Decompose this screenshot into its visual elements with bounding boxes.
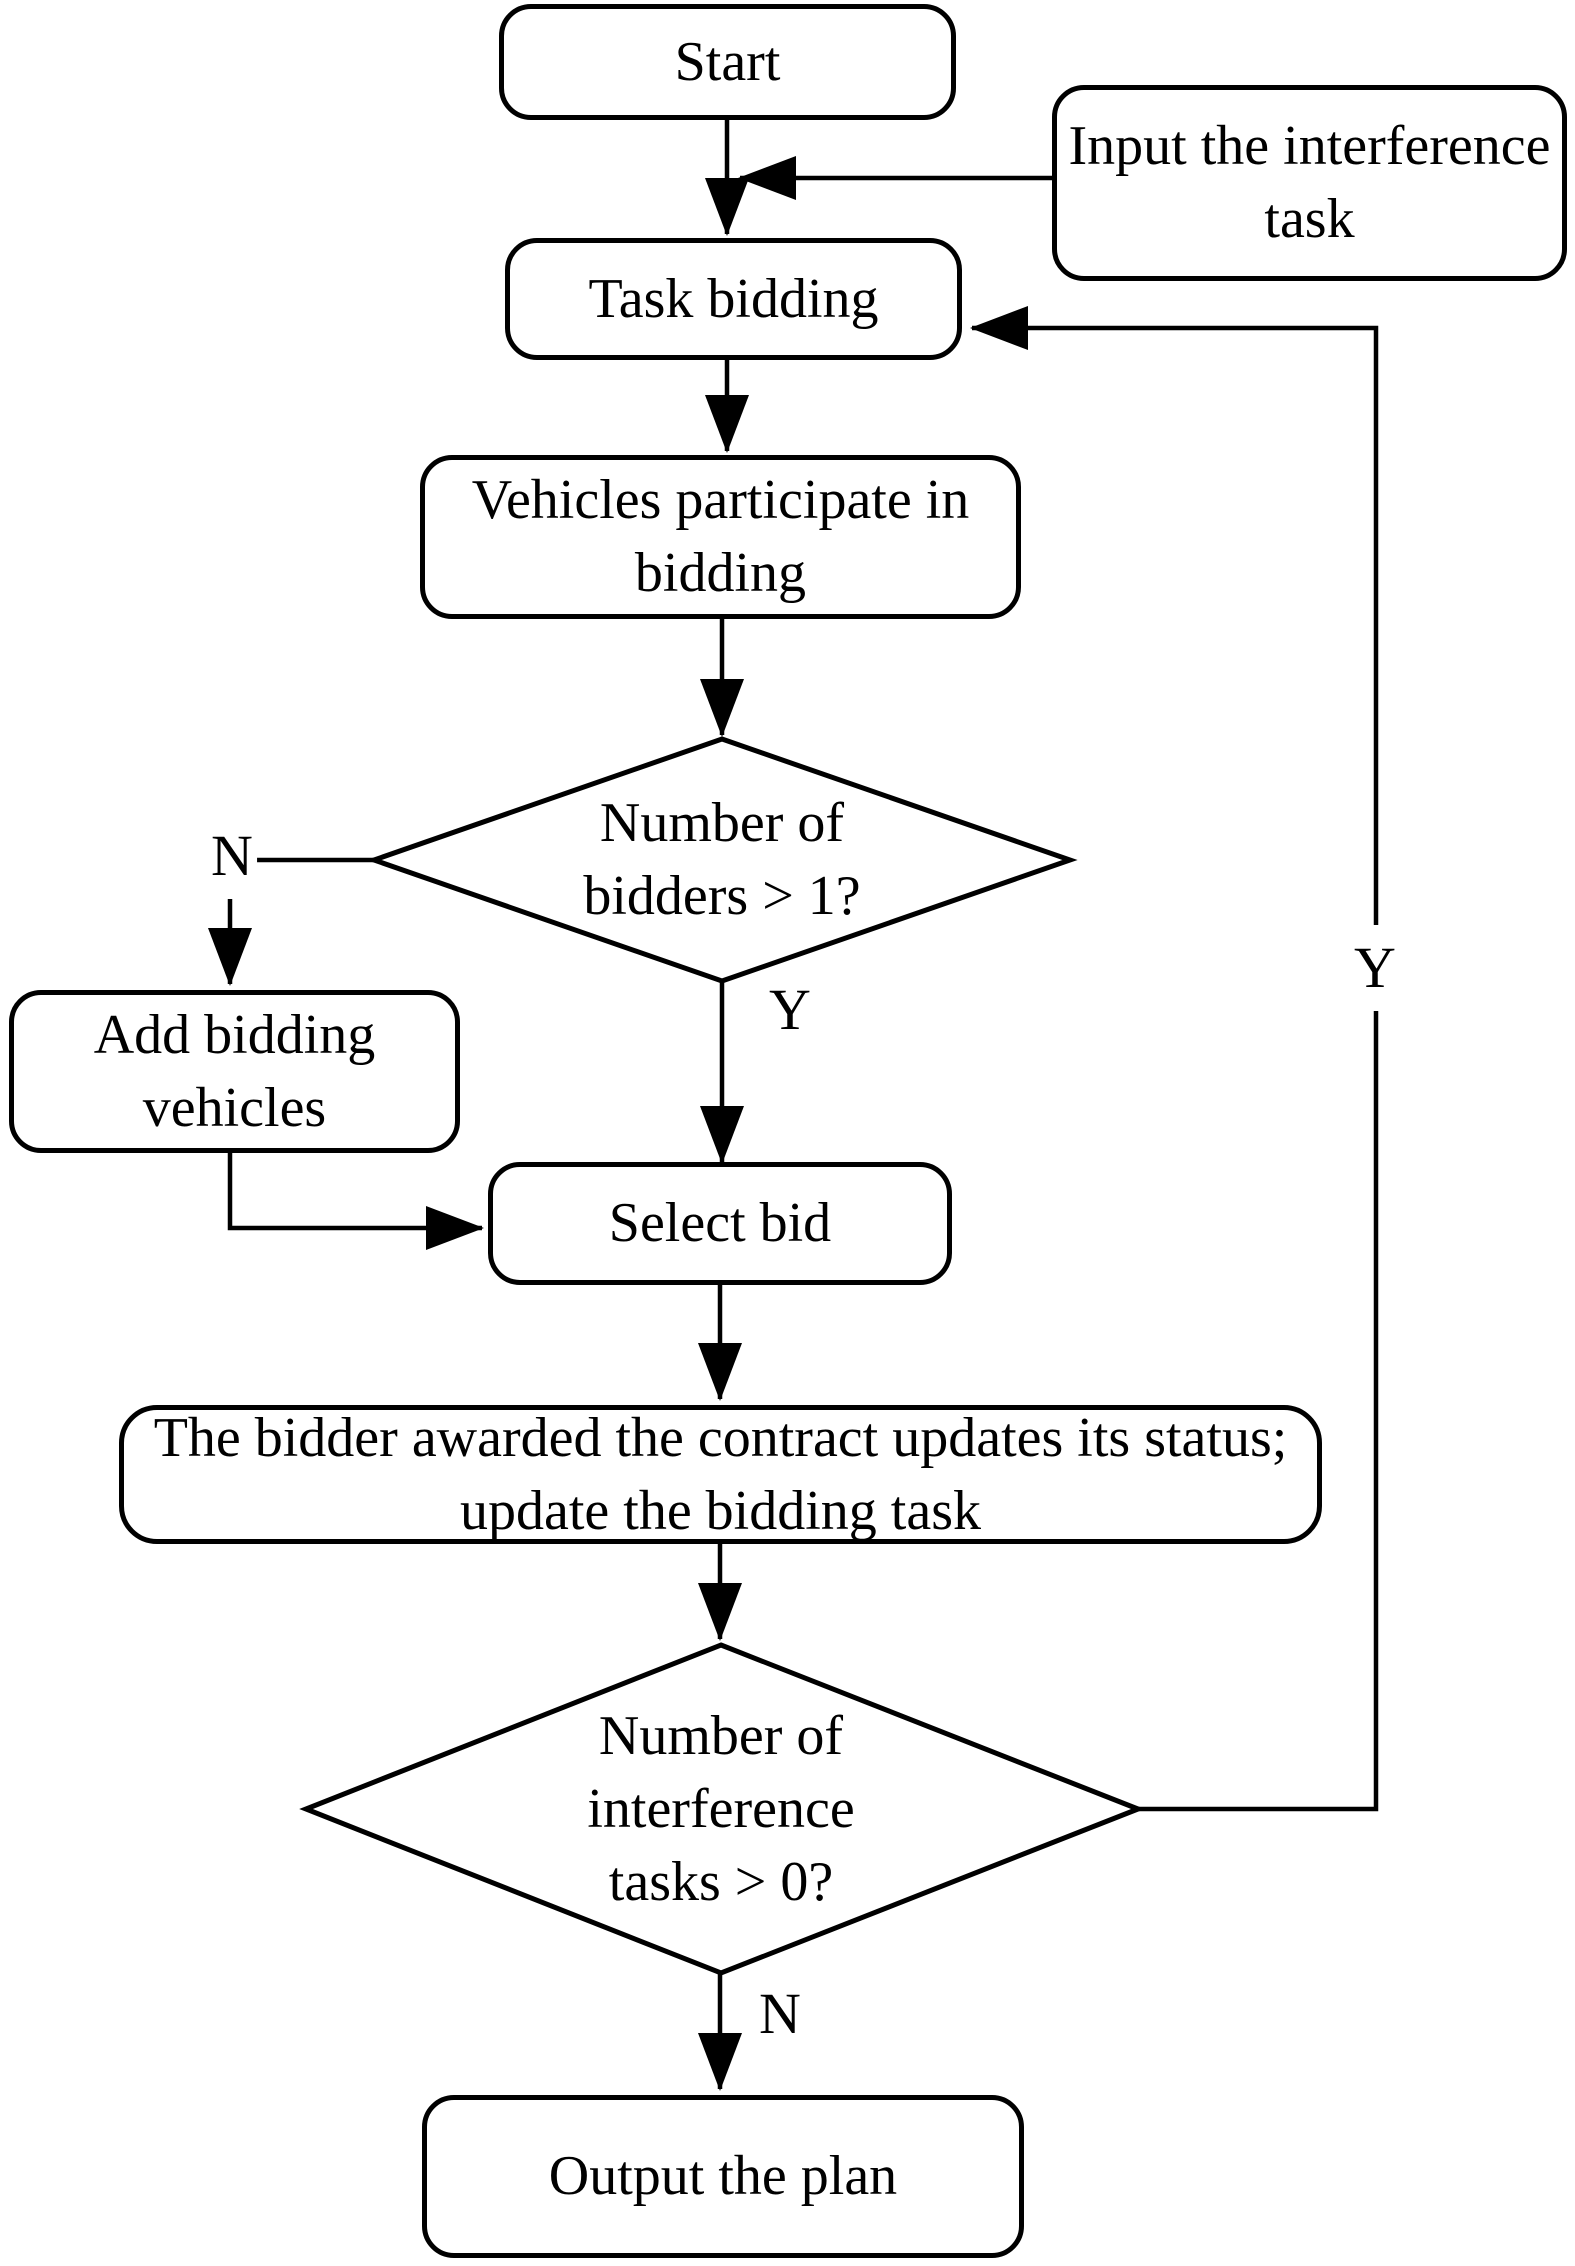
decision-bidders-shape xyxy=(366,736,1078,984)
decision-tasks-label: Number of interference tasks > 0? xyxy=(587,1704,855,1913)
node-add-bidding-vehicles: Add bidding vehicles xyxy=(9,990,460,1153)
node-select-bid-label: Select bid xyxy=(608,1192,832,1255)
node-start-label: Start xyxy=(674,30,781,93)
decision-tasks-shape xyxy=(299,1642,1145,1976)
decision-bidders-label: Number of bidders > 1? xyxy=(583,792,861,927)
node-output-plan-label: Output the plan xyxy=(548,2145,898,2208)
node-vehicles-participate-label: Vehicles participate in bidding xyxy=(471,469,970,604)
node-task-bidding-label: Task bidding xyxy=(588,267,879,330)
node-input-task-label: Input the interference task xyxy=(1068,115,1551,250)
node-select-bid: Select bid xyxy=(488,1162,952,1285)
node-input-task: Input the interference task xyxy=(1052,85,1567,281)
node-task-bidding: Task bidding xyxy=(505,238,962,360)
node-start: Start xyxy=(499,4,956,120)
edge-add-vehicles-to-select-bid xyxy=(227,1153,484,1250)
node-update-status: The bidder awarded the contract updates … xyxy=(119,1405,1322,1544)
edge-label-yes-tasks: Y xyxy=(1350,925,1400,1011)
edge-label-no-tasks: N xyxy=(759,1981,801,2046)
edge-decision-tasks-yes-loop xyxy=(970,306,1379,1812)
node-output-plan: Output the plan xyxy=(422,2095,1024,2258)
node-add-bidding-vehicles-label: Add bidding vehicles xyxy=(93,1003,376,1139)
node-update-status-label: The bidder awarded the contract updates … xyxy=(153,1406,1288,1542)
edge-label-no-bidders: N xyxy=(207,813,257,899)
edge-label-yes-bidders: Y xyxy=(769,977,811,1042)
node-vehicles-participate: Vehicles participate in bidding xyxy=(420,455,1021,619)
